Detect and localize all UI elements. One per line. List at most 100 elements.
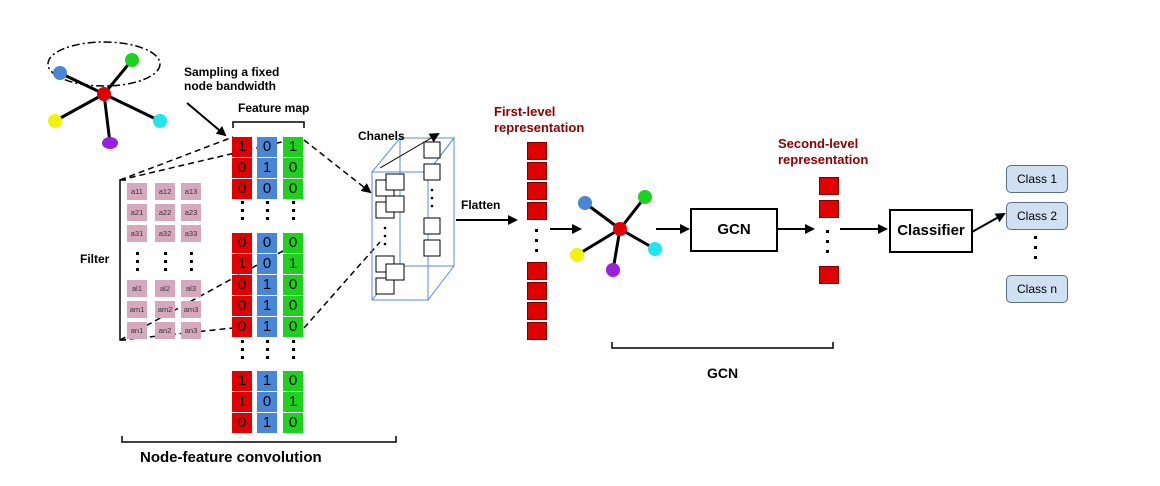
center-node bbox=[97, 87, 111, 101]
filter-cell: al3 bbox=[181, 280, 201, 297]
channel-dots bbox=[383, 188, 434, 246]
center-node bbox=[613, 222, 627, 236]
yellow-node bbox=[48, 114, 62, 128]
ellipsis-dot bbox=[292, 201, 295, 204]
class-1-box: Class 1 bbox=[1006, 165, 1068, 193]
feature-map-cell: 0 bbox=[257, 137, 277, 157]
feature-map-cell: 0 bbox=[283, 179, 303, 199]
purple-node bbox=[606, 263, 620, 277]
filter-cell: a33 bbox=[181, 225, 201, 242]
feature-map-cell: 1 bbox=[232, 137, 252, 157]
second-level-square bbox=[819, 266, 839, 284]
filter-bracket bbox=[119, 179, 126, 341]
filter-cell: al1 bbox=[127, 280, 147, 297]
feature-map-cell: 1 bbox=[232, 254, 252, 274]
feature-map-cell: 0 bbox=[232, 179, 252, 199]
feature-map-cell: 1 bbox=[257, 371, 277, 391]
ellipsis-dot bbox=[292, 217, 295, 220]
filter-cell: a22 bbox=[155, 204, 175, 221]
ellipsis-dot bbox=[266, 348, 269, 351]
ellipsis-dot bbox=[266, 340, 269, 343]
feature-map-cell: 0 bbox=[257, 254, 277, 274]
ellipsis-dot bbox=[241, 348, 244, 351]
cyan-node bbox=[153, 114, 167, 128]
filter-cell: an2 bbox=[155, 322, 175, 339]
ellipsis-dot bbox=[292, 356, 295, 359]
feature-map-cell: 1 bbox=[232, 392, 252, 412]
feature-map-cell: 0 bbox=[283, 275, 303, 295]
second-level-square bbox=[819, 200, 839, 218]
sampling-ellipse bbox=[47, 41, 161, 87]
ellipsis-dot bbox=[190, 268, 193, 271]
ellipsis-dot bbox=[136, 252, 139, 255]
feature-map-cell: 0 bbox=[283, 413, 303, 433]
class-2-box: Class 2 bbox=[1006, 202, 1068, 230]
feature-map-cell: 0 bbox=[232, 158, 252, 178]
ellipsis-dot bbox=[136, 268, 139, 271]
ellipsis-dot bbox=[292, 340, 295, 343]
second-level-square bbox=[819, 177, 839, 195]
feature-map-cell: 0 bbox=[283, 371, 303, 391]
first-level-square bbox=[527, 322, 547, 340]
node-feature-bracket bbox=[121, 436, 397, 443]
feature-map-cell: 0 bbox=[257, 233, 277, 253]
ellipsis-dot bbox=[266, 201, 269, 204]
filter-cell: al2 bbox=[155, 280, 175, 297]
filter-cell: an1 bbox=[127, 322, 147, 339]
ellipsis-dot bbox=[190, 260, 193, 263]
filter-cell: a23 bbox=[181, 204, 201, 221]
ellipsis-dot bbox=[241, 209, 244, 212]
feature-map-cell: 1 bbox=[283, 254, 303, 274]
sampling-label: Sampling a fixed node bandwidth bbox=[184, 65, 280, 93]
filter-cell: a31 bbox=[127, 225, 147, 242]
filter-cell: a21 bbox=[127, 204, 147, 221]
green-node bbox=[638, 190, 652, 204]
ellipsis-dot bbox=[292, 209, 295, 212]
blue-node bbox=[53, 66, 67, 80]
filter-cell: a11 bbox=[127, 183, 147, 200]
filter-cell: a12 bbox=[155, 183, 175, 200]
ellipsis-dot bbox=[266, 356, 269, 359]
feature-map-cell: 1 bbox=[257, 413, 277, 433]
classifier-to-class-arrow bbox=[971, 213, 1006, 233]
feature-map-cell: 0 bbox=[232, 317, 252, 337]
right-graph bbox=[570, 190, 662, 277]
chanels-label: Chanels bbox=[358, 129, 405, 143]
gcn-box: GCN bbox=[690, 208, 778, 252]
cyan-node bbox=[648, 242, 662, 256]
feature-map-cell: 0 bbox=[232, 275, 252, 295]
ellipsis-dot bbox=[164, 268, 167, 271]
channels-box bbox=[370, 136, 456, 302]
flatten-label: Flatten bbox=[461, 198, 501, 212]
filter-cell: a13 bbox=[181, 183, 201, 200]
feature-map-cell: 0 bbox=[283, 317, 303, 337]
feature-map-cell: 1 bbox=[257, 317, 277, 337]
feature-map-cell: 0 bbox=[283, 158, 303, 178]
feature-map-cell: 0 bbox=[257, 392, 277, 412]
first-level-label: First-level representation bbox=[494, 104, 585, 135]
purple-node bbox=[102, 137, 118, 149]
ellipsis-dot bbox=[190, 252, 193, 255]
first-level-square bbox=[527, 302, 547, 320]
filter-cell: a32 bbox=[155, 225, 175, 242]
feature-map-cell: 1 bbox=[257, 275, 277, 295]
sampling-arrow bbox=[186, 102, 227, 137]
feature-map-cell: 0 bbox=[232, 296, 252, 316]
vector-dots bbox=[535, 229, 1037, 259]
feature-map-cell: 0 bbox=[232, 233, 252, 253]
first-level-square bbox=[527, 182, 547, 200]
ellipsis-dot bbox=[164, 252, 167, 255]
ellipsis-dot bbox=[136, 260, 139, 263]
first-level-square bbox=[527, 162, 547, 180]
ellipsis-dot bbox=[241, 356, 244, 359]
feature-map-cell: 0 bbox=[257, 179, 277, 199]
filter-label: Filter bbox=[80, 252, 110, 266]
feature-map-cell: 1 bbox=[232, 371, 252, 391]
ellipsis-dot bbox=[266, 217, 269, 220]
second-level-label: Second-level representation bbox=[778, 136, 869, 167]
gcn-bottom-label: GCN bbox=[707, 365, 739, 381]
ellipsis-dot bbox=[241, 201, 244, 204]
ellipsis-dot bbox=[292, 348, 295, 351]
node-feature-conv-label: Node-feature convolution bbox=[140, 449, 322, 466]
